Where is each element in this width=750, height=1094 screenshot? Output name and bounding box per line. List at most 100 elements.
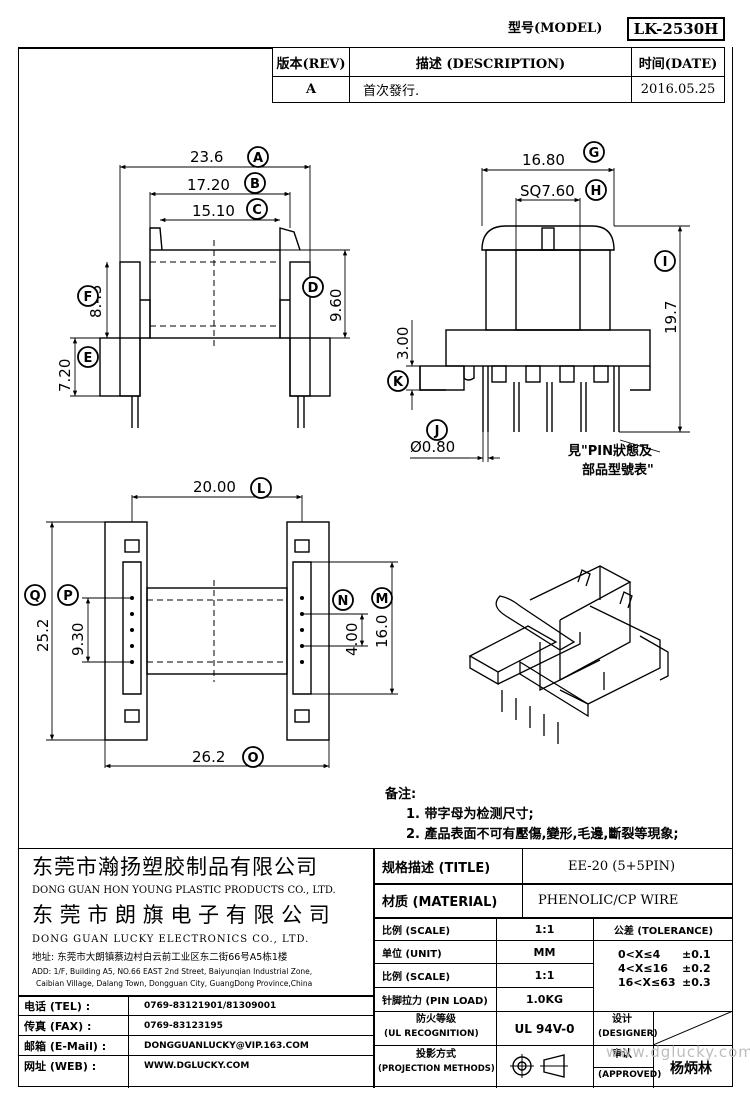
dim-badge-l [250, 477, 272, 499]
dim-badge-letter-m: M [376, 592, 389, 607]
dim-badge-letter-o: O [247, 751, 258, 766]
dim-badge-c [246, 198, 268, 220]
dim-l-value: 20.00 [193, 478, 236, 496]
dim-i-value: 19.7 [662, 301, 680, 334]
dim-badge-letter-q: Q [29, 589, 40, 604]
dim-badge-letter-k: K [393, 375, 404, 390]
ul-label-1: 防火等级 [416, 1014, 456, 1025]
date-value: 2016.05.25 [640, 82, 716, 97]
scale2-value: 1:1 [534, 969, 555, 982]
email-value[interactable]: DONGGUANLUCKY@VIP.163.COM [144, 1040, 309, 1051]
dim-badge-g [583, 141, 605, 163]
designer-label-2: (DESIGNER) [598, 1029, 658, 1039]
model-label: 型号(MODEL) [508, 21, 603, 36]
rev-header: 版本(REV) [276, 56, 346, 72]
email-label: 邮箱 (E-Mail) : [24, 1039, 107, 1053]
dim-badge-letter-i: I [663, 255, 668, 270]
title-label: 规格描述 (TITLE) [382, 860, 491, 876]
dim-h-value: SQ7.60 [520, 182, 575, 200]
company-name-1: 东莞市瀚扬塑胶制品有限公司 [32, 855, 318, 879]
tol-range-3: 16<X≤63 [618, 976, 676, 989]
company-address-cn: 地址: 东莞市大朗镇蔡边村白云前工业区东二街66号A5栋1楼 [32, 952, 288, 963]
dim-badge-d [302, 276, 324, 298]
material-value: PHENOLIC/CP WIRE [538, 893, 679, 908]
approved-value: 杨炳林 [670, 1061, 712, 1077]
company-name-2-en: DONG GUAN LUCKY ELECTRONICS CO., LTD. [32, 934, 310, 945]
dim-m-value: 16.0 [373, 615, 391, 648]
fax-label: 传真 (FAX) : [24, 1019, 92, 1033]
dim-badge-i [654, 250, 676, 272]
dim-badge-letter-l: L [257, 482, 265, 497]
web-value[interactable]: WWW.DGLUCKY.COM [144, 1060, 250, 1071]
scale2-label: 比例 (SCALE) [382, 972, 451, 983]
scale-value: 1:1 [534, 922, 555, 936]
dim-badge-k [387, 370, 409, 392]
dim-j-value: Ø0.80 [410, 438, 455, 456]
proj-label-1: 投影方式 [416, 1049, 456, 1060]
dim-badge-letter-p: P [63, 589, 73, 604]
web-label: 网址 (WEB) : [24, 1059, 97, 1073]
dim-o-value: 26.2 [192, 748, 225, 766]
pinload-label: 针脚拉力 (PIN LOAD) [382, 996, 488, 1007]
approved-label-2: (APPROVED) [598, 1070, 662, 1080]
dim-badge-h [585, 179, 607, 201]
dim-badge-letter-g: G [589, 146, 600, 161]
dim-badge-letter-a: A [253, 151, 263, 166]
title-value: EE-20 (5+5PIN) [568, 858, 676, 874]
dim-k-value: 3.00 [394, 327, 412, 360]
pin-note-line1: 見"PIN狀態及 [568, 444, 653, 459]
dim-badge-letter-n: N [338, 594, 349, 609]
ul-value: UL 94V-0 [514, 1021, 575, 1036]
desc-value: 首次發行. [363, 84, 420, 99]
dim-a-value: 23.6 [190, 148, 223, 166]
dim-badge-letter-d: D [308, 281, 319, 296]
company-name-2: 东 莞 市 朗 旗 电 子 有 限 公 司 [32, 903, 330, 927]
tol-value-1: ±0.1 [682, 948, 711, 961]
tol-range-2: 4<X≤16 [618, 962, 668, 975]
dim-d-value: 9.60 [327, 289, 345, 322]
model-value: LK-2530H [633, 20, 719, 38]
dim-badge-a [247, 146, 269, 168]
dim-badge-m [371, 587, 393, 609]
revision-table: 版本(REV) 描述 (DESCRIPTION) 时间(DATE) A 首次發行… [272, 47, 725, 103]
approved-label-1: 审认 [612, 1049, 632, 1060]
dim-badge-e [77, 346, 99, 368]
model-box: LK-2530H [627, 17, 725, 41]
ul-label-2: (UL RECOGNITION) [384, 1029, 479, 1039]
unit-value: MM [533, 945, 556, 959]
material-label: 材质 (MATERIAL) [382, 895, 498, 910]
dim-badge-p [57, 584, 79, 606]
dim-g-value: 16.80 [522, 151, 565, 169]
fax-value: 0769-83123195 [144, 1020, 223, 1031]
tolerance-label: 公差 (TOLERANCE) [613, 925, 714, 937]
dim-c-value: 15.10 [192, 202, 235, 220]
dim-badge-letter-j: J [434, 424, 440, 439]
notes-item-2: 2. 產品表面不可有壓傷,變形,毛邊,斷裂等現象; [406, 827, 679, 842]
date-header: 时间(DATE) [638, 56, 718, 72]
rev-value: A [305, 82, 317, 97]
dim-badge-letter-h: H [591, 184, 602, 199]
desc-header: 描述 (DESCRIPTION) [415, 56, 566, 72]
dim-badge-o [242, 746, 264, 768]
tol-range-1: 0<X≤4 [618, 948, 661, 961]
tol-value-2: ±0.2 [682, 962, 711, 975]
scale-label: 比例 (SCALE) [382, 925, 451, 937]
dim-badge-j [426, 419, 448, 441]
tol-value-3: ±0.3 [682, 976, 711, 989]
tel-label: 电话 (TEL) : [24, 999, 91, 1013]
notes-item-1: 1. 带字母为检测尺寸; [406, 807, 534, 822]
dim-badge-letter-e: E [84, 351, 93, 366]
pinload-value: 1.0KG [525, 993, 564, 1006]
projection-symbol-icon [510, 1054, 568, 1078]
company-address-en-2: Caibian Village, Dalang Town, Dongguan C… [36, 979, 313, 988]
dim-badge-q [24, 584, 46, 606]
dim-b-value: 17.20 [187, 176, 230, 194]
pin-note-line2: 部品型號表" [582, 463, 654, 478]
company-name-1-en: DONG GUAN HON YOUNG PLASTIC PRODUCTS CO.… [32, 885, 336, 896]
dim-badge-letter-c: C [252, 203, 262, 218]
tel-value: 0769-83121901/81309001 [144, 1000, 277, 1011]
dim-badge-letter-f: F [84, 290, 93, 305]
dim-badge-b [244, 172, 266, 194]
designer-label-1: 设计 [612, 1014, 632, 1025]
